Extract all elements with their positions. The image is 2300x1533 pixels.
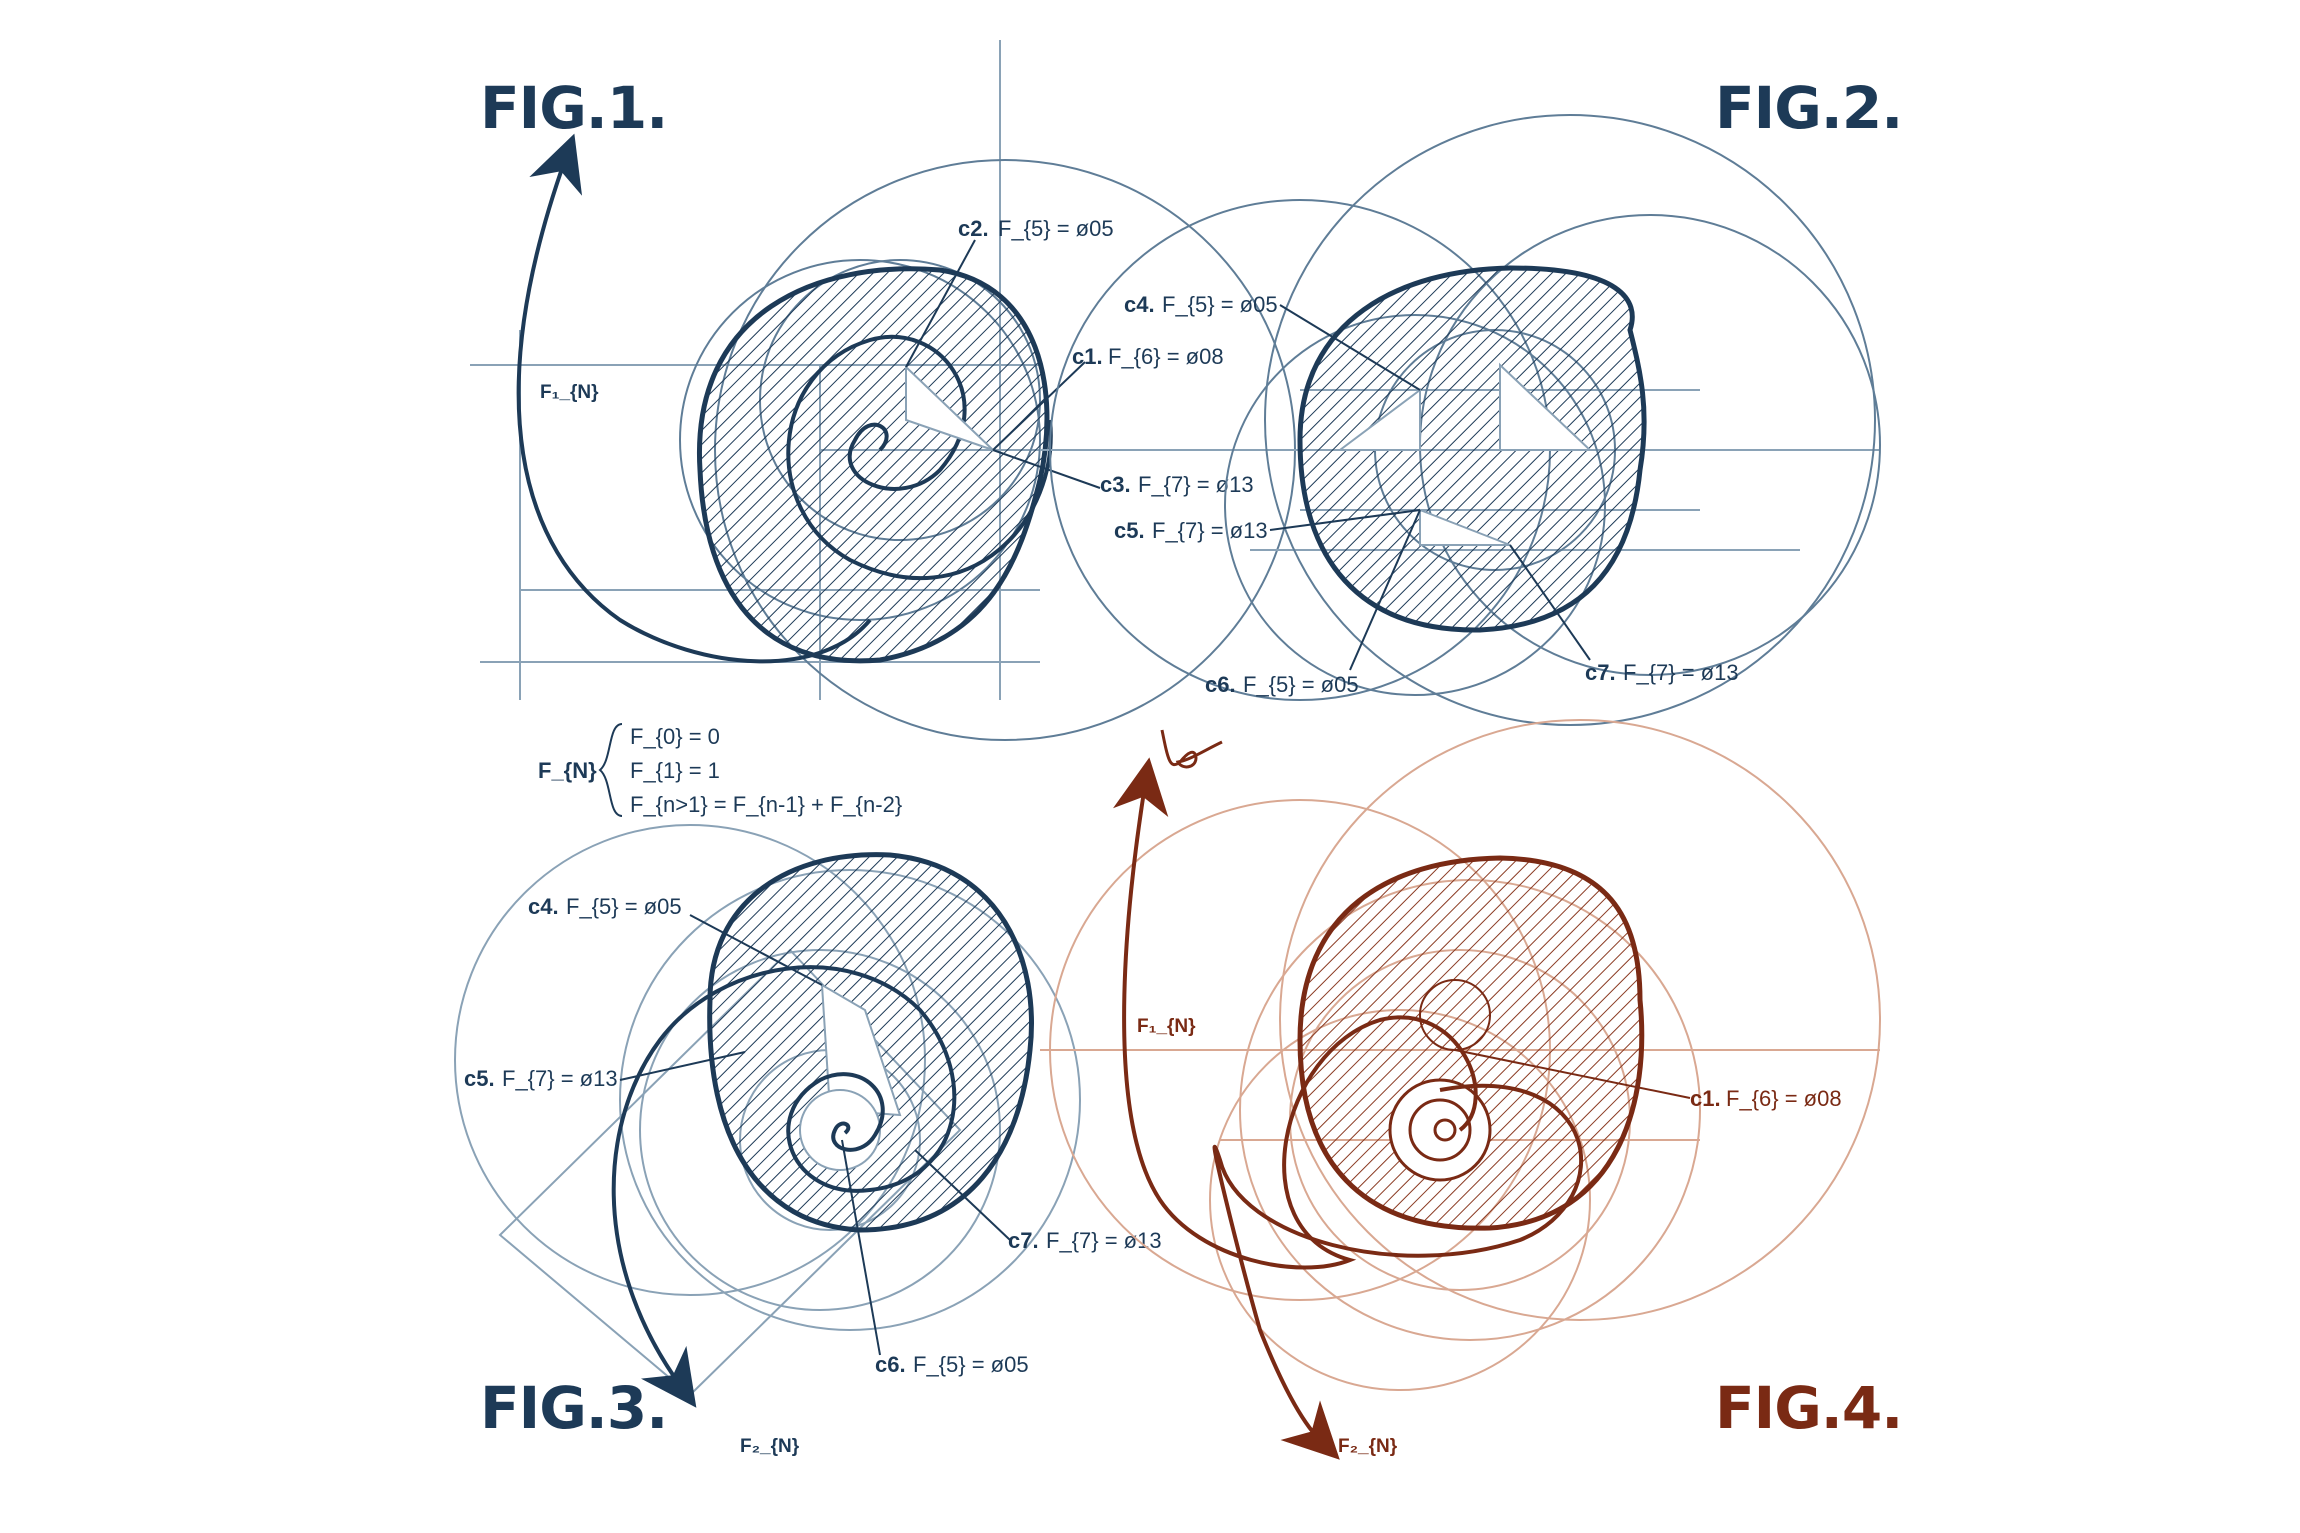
fig3-callout-c6: c6. F_{5} = ø05 xyxy=(875,1352,1029,1377)
fig1-callout-c1: c1. F_{6} = ø08 xyxy=(1072,344,1224,369)
fig3-leaders xyxy=(619,914,1011,1356)
fig1-triangles xyxy=(905,364,994,451)
callout-name: c1. xyxy=(1072,344,1103,369)
fig4-spiral-label-2: F₂_{N} xyxy=(1338,1436,1398,1457)
fig1-spiral xyxy=(786,334,1053,581)
fig2-callout-c6: c6. F_{5} = ø05 xyxy=(1205,672,1359,697)
signature-mark xyxy=(1160,729,1223,769)
callout-formula: F_{5} = ø05 xyxy=(1243,672,1359,697)
callout-name: c2. xyxy=(958,216,989,241)
callout-name: c4. xyxy=(1124,292,1155,317)
fibonacci-legend: F_{N} F_{0} = 0 F_{1} = 1 F_{n>1} = F_{n… xyxy=(538,723,902,817)
fig2-leaders xyxy=(1269,304,1591,671)
fig1-callout-c3: c3. F_{7} = ø13 xyxy=(1100,472,1254,497)
legend-line-1: F_{0} = 0 xyxy=(630,724,720,749)
fig1-spiral-label: F₁_{N} xyxy=(540,382,599,403)
legend-symbol: F_{N} xyxy=(538,758,597,783)
fig3-callout-c5: c5. F_{7} = ø13 xyxy=(464,1066,618,1091)
fig2-callout-c7: c7. F_{7} = ø13 xyxy=(1585,660,1739,685)
callout-formula: F_{7} = ø13 xyxy=(1138,472,1254,497)
fig3-callout-c7: c7. F_{7} = ø13 xyxy=(1008,1228,1162,1253)
fig4-spiral-1 xyxy=(1112,757,1478,1270)
fig3-callout-c4: c4. F_{5} = ø05 xyxy=(528,894,682,919)
fig3-title: FIG.3. xyxy=(480,1374,667,1442)
callout-formula: F_{7} = ø13 xyxy=(1152,518,1268,543)
fig3-inner-shapes xyxy=(799,983,902,1171)
callout-formula: F_{5} = ø05 xyxy=(1162,292,1278,317)
fig2-callout-c4: c4. F_{5} = ø05 xyxy=(1124,292,1278,317)
fig1-callout-c2: c2. F_{5} = ø05 xyxy=(958,216,1114,241)
callout-name: c4. xyxy=(528,894,559,919)
fig3-spiral-label: F₂_{N} xyxy=(740,1436,800,1457)
legend-line-2: F_{1} = 1 xyxy=(630,758,720,783)
callout-formula: F_{7} = ø13 xyxy=(1623,660,1739,685)
fig4-leader xyxy=(1454,1049,1691,1099)
callout-formula: F_{7} = ø13 xyxy=(502,1066,618,1091)
callout-name: c6. xyxy=(1205,672,1236,697)
fig2-inner-shapes xyxy=(1337,362,1593,546)
fig2-title: FIG.2. xyxy=(1715,74,1902,142)
figure-2: FIG.2. c4. F_{5} = ø05 c5. F_{7} = ø13 c… xyxy=(1040,74,1903,726)
callout-name: c1. xyxy=(1690,1086,1721,1111)
fig2-callout-c5: c5. F_{7} = ø13 xyxy=(1114,518,1268,543)
fig4-hatched-region xyxy=(1297,855,1645,1231)
callout-name: c3. xyxy=(1100,472,1131,497)
legend-brace xyxy=(598,723,623,817)
fig4-callout-c1: c1. F_{6} = ø08 xyxy=(1690,1086,1842,1111)
fig4-inner-circles xyxy=(1388,979,1492,1182)
callout-formula: F_{6} = ø08 xyxy=(1108,344,1224,369)
callout-formula: F_{5} = ø05 xyxy=(913,1352,1029,1377)
figure-4: FIG.4. F₁_{N} F₂_{N} c1. F_{6} = ø08 xyxy=(1040,719,1903,1460)
fig1-outer-spiral xyxy=(516,133,872,664)
callout-formula: F_{5} = ø05 xyxy=(998,216,1114,241)
figure-1: FIG.1. F₁_{N} c2. F_{5} = ø05 c1. F_{6} … xyxy=(470,40,1296,741)
callout-name: c7. xyxy=(1585,660,1616,685)
callout-formula: F_{5} = ø05 xyxy=(566,894,682,919)
callout-name: c5. xyxy=(464,1066,495,1091)
fig3-spiral xyxy=(611,965,957,1408)
legend-line-3: F_{n>1} = F_{n-1} + F_{n-2} xyxy=(630,792,902,817)
fig4-title: FIG.4. xyxy=(1715,1374,1902,1442)
callout-name: c5. xyxy=(1114,518,1145,543)
fig4-spiral-2 xyxy=(1212,1083,1583,1460)
fig1-hatched-region xyxy=(697,266,1050,664)
fig1-title: FIG.1. xyxy=(480,74,667,142)
fig1-leaders xyxy=(905,239,1101,489)
fig2-hatched-region xyxy=(1297,265,1647,633)
callout-name: c7. xyxy=(1008,1228,1039,1253)
callout-name: c6. xyxy=(875,1352,906,1377)
callout-formula: F_{6} = ø08 xyxy=(1726,1086,1842,1111)
figure-3: FIG.3. F₂_{N} c4. F_{5} = ø05 c5. F_{7} … xyxy=(454,824,1162,1457)
callout-formula: F_{7} = ø13 xyxy=(1046,1228,1162,1253)
fig4-spiral-label-1: F₁_{N} xyxy=(1137,1016,1196,1037)
